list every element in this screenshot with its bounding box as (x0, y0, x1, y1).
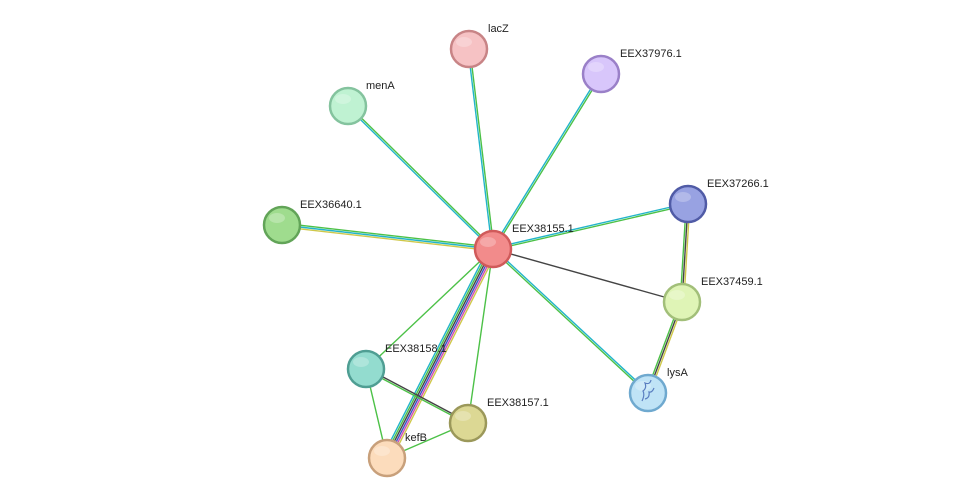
node-eex37459-1[interactable] (662, 282, 702, 322)
edge-eex38155-1-eex36640-1 (281, 222, 494, 252)
node-highlight (455, 411, 471, 421)
edge-evidence-line (491, 249, 648, 395)
edge-evidence-line (387, 249, 495, 459)
node-eex37976-1[interactable] (581, 54, 621, 94)
node-circle[interactable] (448, 403, 488, 443)
edge-evidence-line (366, 367, 469, 423)
edge-eex38155-1-eex38157-1 (467, 248, 494, 424)
node-circle[interactable] (346, 349, 386, 389)
node-mena[interactable] (328, 86, 368, 126)
node-highlight (635, 381, 651, 391)
node-eex36640-1[interactable] (262, 205, 302, 245)
node-eex38158-1[interactable] (346, 349, 386, 389)
edge-evidence-line (469, 48, 495, 249)
node-highlight (353, 357, 369, 367)
node-label-lysa: lysA (667, 367, 688, 379)
node-label-eex38157-1: EEX38157.1 (487, 397, 549, 409)
node-circle[interactable] (662, 282, 702, 322)
node-label-eex37459-1: EEX37459.1 (701, 276, 763, 288)
node-eex38157-1[interactable] (448, 403, 488, 443)
node-highlight (588, 62, 604, 72)
node-circle[interactable] (473, 229, 513, 269)
edge-evidence-line (348, 104, 495, 249)
node-eex38155-1[interactable] (473, 229, 513, 269)
node-kefb[interactable] (367, 438, 407, 478)
edge-evidence-line (491, 73, 601, 249)
edge-eex38155-1-eex37266-1 (492, 202, 689, 251)
edge-eex38155-1-lysa (491, 247, 650, 395)
edge-eex38155-1-eex37459-1 (492, 248, 683, 303)
edge-evidence-line (282, 222, 494, 248)
edge-eex38155-1-eex38158-1 (365, 248, 494, 370)
edge-eex38155-1-mena (346, 104, 495, 251)
edge-eex38155-1-lacz (467, 48, 495, 250)
node-highlight (480, 237, 496, 247)
edge-evidence-line (493, 247, 650, 393)
edge-eex38155-1-kefb (382, 246, 498, 461)
edge-evidence-line (346, 106, 493, 251)
node-circle[interactable] (328, 86, 368, 126)
edge-evidence-line (281, 224, 494, 250)
node-highlight (669, 290, 685, 300)
edge-eex38158-1-eex38157-1 (365, 367, 469, 425)
edge-evidence-line (383, 247, 492, 458)
edge-evidence-line (492, 202, 688, 249)
node-lysa[interactable] (628, 373, 668, 413)
edge-evidence-line (493, 74, 603, 250)
edge-eex38155-1-eex37976-1 (491, 73, 603, 250)
node-highlight (269, 213, 285, 223)
edge-evidence-line (365, 248, 494, 370)
edge-evidence-line (281, 226, 493, 252)
node-circle[interactable] (367, 438, 407, 478)
node-eex37266-1[interactable] (668, 184, 708, 224)
node-label-eex36640-1: EEX36640.1 (300, 199, 362, 211)
node-lacz[interactable] (449, 29, 489, 69)
node-label-eex38158-1: EEX38158.1 (385, 343, 447, 355)
node-label-eex37266-1: EEX37266.1 (707, 178, 769, 190)
edge-evidence-line (492, 248, 683, 303)
node-label-eex37976-1: EEX37976.1 (620, 48, 682, 60)
node-circle[interactable] (628, 373, 668, 413)
edge-evidence-line (467, 49, 493, 250)
node-label-eex38155-1: EEX38155.1 (512, 223, 574, 235)
node-highlight (456, 37, 472, 47)
edge-evidence-line (385, 248, 493, 458)
edge-evidence-line (467, 248, 494, 424)
node-circle[interactable] (262, 205, 302, 245)
node-circle[interactable] (449, 29, 489, 69)
edge-evidence-line (493, 204, 689, 251)
edge-evidence-line (388, 249, 497, 460)
nodes-layer (262, 29, 708, 478)
node-label-lacz: lacZ (488, 23, 509, 35)
labels-layer: EEX38155.1lacZEEX37976.1menAEEX36640.1EE… (300, 23, 769, 444)
node-circle[interactable] (668, 184, 708, 224)
node-label-mena: menA (366, 80, 395, 92)
node-highlight (374, 446, 390, 456)
edge-evidence-line (390, 250, 498, 461)
edge-evidence-line (382, 246, 490, 457)
node-circle[interactable] (581, 54, 621, 94)
edge-evidence-line (365, 369, 468, 425)
node-highlight (335, 94, 351, 104)
node-highlight (675, 192, 691, 202)
node-label-kefb: kefB (405, 432, 427, 444)
protein-structure-icon (641, 379, 655, 402)
